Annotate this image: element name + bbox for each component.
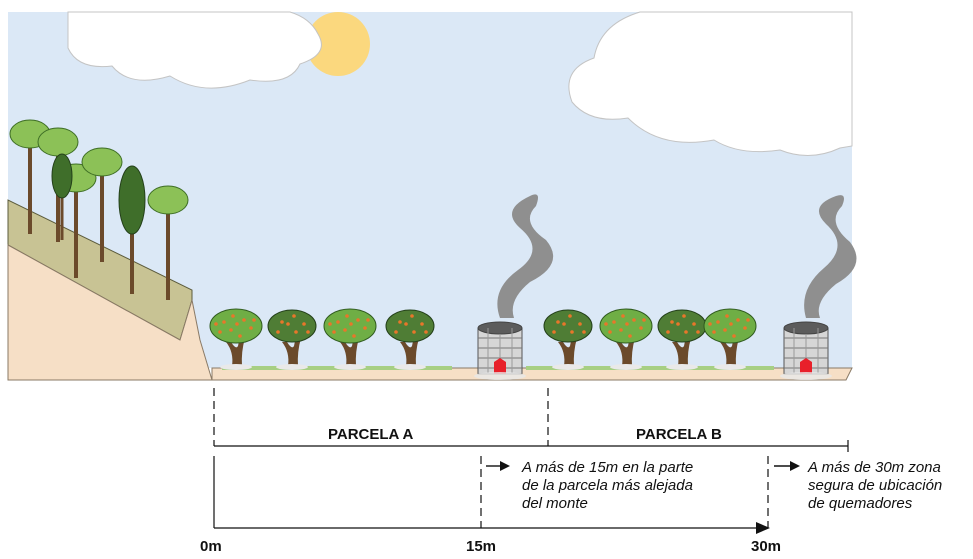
note-30m-line1: A más de 30m zona <box>808 459 941 476</box>
parcela-a-label: PARCELA A <box>328 426 414 443</box>
distance-0m: 0m <box>200 538 222 555</box>
note-15m-line2: de la parcela más alejada <box>522 477 693 494</box>
forest <box>9 119 189 301</box>
distance-30m: 30m <box>751 538 782 555</box>
grass-b <box>526 366 774 370</box>
cloud-left <box>67 11 322 89</box>
note-15m: A más de 15m en la parte de la parcela m… <box>522 459 772 513</box>
note-30m: A más de 30m zona segura de ubicación de… <box>808 459 973 513</box>
arrow-note-30-head <box>790 461 800 471</box>
hill-base <box>7 244 213 381</box>
note-15m-line3: del monte <box>522 495 588 512</box>
smoke-30m <box>804 195 857 318</box>
sun <box>306 12 370 76</box>
burner-30m <box>779 321 833 381</box>
cloud-right <box>568 11 853 156</box>
note-30m-line3: de quemadores <box>808 495 913 512</box>
smoke-15m <box>497 194 554 318</box>
burner-15m <box>473 321 527 381</box>
distance-arrowhead <box>756 522 770 534</box>
arrow-note-15-head <box>500 461 510 471</box>
note-30m-line2: segura de ubicación <box>808 477 943 494</box>
note-15m-line1: A más de 15m en la parte <box>522 459 694 476</box>
distance-15m: 15m <box>466 538 497 555</box>
parcela-b-label: PARCELA B <box>636 426 722 443</box>
